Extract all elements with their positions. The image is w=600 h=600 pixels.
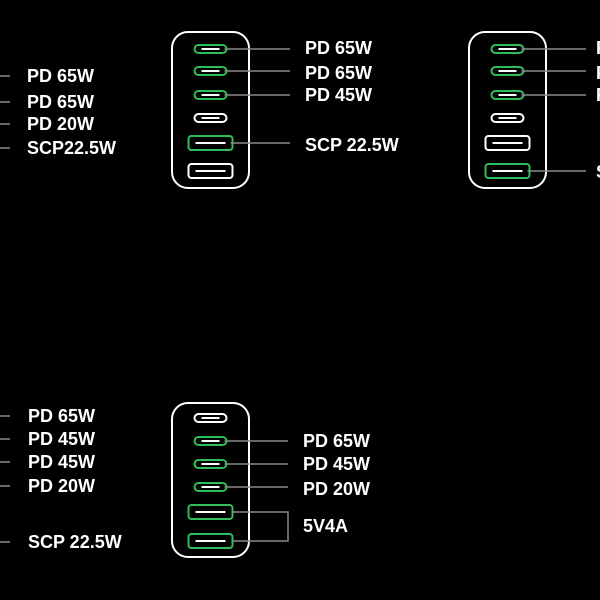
usb-c-port-top-center-3 — [193, 113, 228, 123]
port-label-bottom-left-partial-1: PD 45W — [28, 429, 96, 449]
port-label-bottom-left-partial-0: PD 65W — [28, 406, 96, 426]
port-label-top-right-partial-0: P — [596, 38, 600, 58]
port-label-bottom-center-0: PD 65W — [303, 431, 371, 451]
port-label-bottom-left-partial-3: PD 20W — [28, 476, 96, 496]
port-label-bottom-left-partial-4: SCP 22.5W — [28, 532, 122, 552]
port-label-top-left-partial-2: PD 20W — [27, 114, 95, 134]
usb-c-port-top-right-partial-3 — [490, 113, 525, 123]
usb-a-port-top-right-partial-4 — [484, 135, 531, 151]
port-label-top-left-partial-0: PD 65W — [27, 66, 95, 86]
port-label-top-center-0: PD 65W — [305, 38, 373, 58]
charger-body-top-right-partial — [468, 31, 547, 189]
port-label-bottom-left-partial-2: PD 45W — [28, 452, 96, 472]
port-label-bottom-center-3: 5V4A — [303, 516, 349, 536]
port-label-top-center-3: SCP 22.5W — [305, 135, 399, 155]
port-label-top-right-partial-3: S — [596, 162, 600, 182]
port-label-top-center-2: PD 45W — [305, 85, 373, 105]
bracket-line-bottom-center — [232, 511, 289, 542]
port-label-top-right-partial-1: P — [596, 63, 600, 83]
port-label-bottom-center-1: PD 45W — [303, 454, 371, 474]
charger-body-bottom-center — [171, 402, 250, 558]
port-label-bottom-center-2: PD 20W — [303, 479, 371, 499]
port-label-top-left-partial-3: SCP22.5W — [27, 138, 117, 158]
charger-body-top-center — [171, 31, 250, 189]
port-label-top-left-partial-1: PD 65W — [27, 92, 95, 112]
usb-a-port-top-center-5 — [187, 163, 234, 179]
usb-c-port-bottom-center-0 — [193, 413, 228, 423]
port-label-top-center-1: PD 65W — [305, 63, 373, 83]
port-label-top-right-partial-2: P — [596, 85, 600, 105]
